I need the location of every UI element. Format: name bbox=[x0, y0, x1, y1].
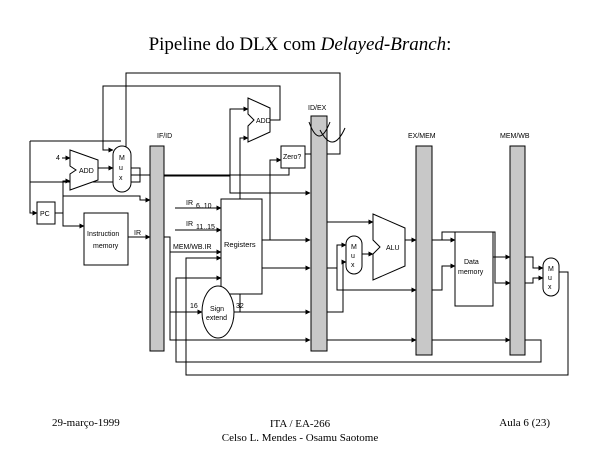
stage-label-ex-mem: EX/MEM bbox=[408, 133, 436, 140]
ir-label: IR bbox=[134, 230, 141, 237]
wire-idex-b bbox=[327, 242, 347, 269]
const-four: 4 bbox=[56, 155, 60, 162]
ex-mux-m: M bbox=[351, 244, 357, 251]
zero-label: Zero? bbox=[283, 154, 301, 161]
wb-mux bbox=[542, 257, 560, 297]
stage-label-if-id: IF/ID bbox=[157, 133, 172, 140]
wire-mux-to-pc bbox=[29, 141, 141, 216]
title-italic: Delayed-Branch bbox=[320, 34, 447, 55]
ir-11-15-sub: 11..15 bbox=[196, 224, 215, 231]
imem-label-1: Instruction bbox=[87, 231, 119, 238]
ex-mux bbox=[345, 235, 363, 275]
wire-exmem-data bbox=[432, 263, 456, 291]
ir-6-10-sub: 6..10 bbox=[196, 203, 212, 210]
id-ex-arc2 bbox=[319, 127, 346, 143]
imem-label-2: memory bbox=[93, 243, 119, 250]
footer-lecture: Aula 6 (23) bbox=[499, 417, 550, 429]
instruction-memory bbox=[83, 212, 129, 266]
alu-label: ALU bbox=[386, 245, 400, 252]
wb-mux-u: u bbox=[548, 275, 552, 282]
mem-wb-register bbox=[509, 145, 526, 356]
footer-center: ITA / EA-266 Celso L. Mendes - Osamu Sao… bbox=[0, 417, 600, 445]
footer-date: 29-março-1999 bbox=[52, 417, 120, 429]
wire-reg-zero bbox=[269, 157, 282, 240]
wire-ifid-pc bbox=[164, 175, 311, 196]
wire-memwb-m1 bbox=[525, 256, 544, 271]
wire-memwb-m2 bbox=[525, 275, 544, 284]
sig-32-label: 32 bbox=[236, 303, 244, 310]
data-memory bbox=[454, 231, 494, 307]
registers-label: Registers bbox=[224, 240, 256, 249]
wb-mux-m: M bbox=[548, 266, 554, 273]
wire-ifid-addr bbox=[229, 106, 249, 176]
footer-course: ITA / EA-266 bbox=[269, 418, 331, 430]
id-adder bbox=[247, 97, 271, 143]
wire-writeback bbox=[185, 255, 569, 376]
memwb-ir-label: MEM/WB.IR bbox=[173, 244, 212, 251]
if-adder-label: ADD bbox=[79, 168, 94, 175]
ir-6-10-label: IR bbox=[186, 200, 193, 207]
ex-mux-u: u bbox=[351, 253, 355, 260]
alu bbox=[372, 213, 406, 281]
if-mux bbox=[112, 145, 132, 193]
if-adder bbox=[69, 149, 99, 191]
pipeline-registers bbox=[149, 115, 526, 356]
wire-zero-ctl bbox=[121, 162, 290, 176]
id-adder-label: ADD bbox=[256, 118, 271, 125]
wire-exmem-bypass bbox=[441, 231, 511, 286]
wire-branch-target bbox=[102, 85, 281, 153]
id-ex-arc bbox=[308, 121, 331, 137]
stage-label-mem-wb: MEM/WB bbox=[500, 133, 530, 140]
ex-mem-register bbox=[415, 145, 433, 356]
title-suffix: : bbox=[446, 34, 452, 55]
pc-box bbox=[36, 201, 56, 225]
wire-pc-out bbox=[55, 178, 71, 214]
sign-label-2: extend bbox=[206, 315, 227, 322]
wb-mux-x: x bbox=[548, 284, 552, 291]
wire-wb-ir bbox=[175, 275, 542, 363]
sign-label-1: Sign bbox=[210, 306, 224, 313]
wire-ifid-ir bbox=[164, 236, 311, 343]
dmem-label-2: memory bbox=[458, 269, 484, 276]
footer-authors: Celso L. Mendes - Osamu Saotome bbox=[221, 432, 379, 444]
if-mux-x: x bbox=[119, 175, 123, 182]
zero-detect bbox=[280, 145, 306, 169]
title-prefix: Pipeline do DLX com bbox=[148, 34, 321, 55]
dmem-label-1: Data bbox=[464, 259, 479, 266]
wire-top-loop bbox=[125, 72, 341, 155]
if-mux-u: u bbox=[119, 165, 123, 172]
wire-idex-b2 bbox=[336, 268, 417, 293]
register-file bbox=[220, 198, 263, 295]
if-mux-m: M bbox=[119, 155, 125, 162]
pc-label: PC bbox=[40, 211, 50, 218]
sign-extend bbox=[201, 285, 235, 339]
wire-pc-imem bbox=[62, 213, 85, 229]
if-id-register bbox=[149, 145, 165, 352]
sig-16-label: 16 bbox=[190, 303, 198, 310]
ir-11-15-label: IR bbox=[186, 221, 193, 228]
slide-title: Pipeline do DLX com Delayed-Branch: bbox=[0, 34, 600, 56]
wire-pc-right bbox=[63, 195, 151, 203]
ex-mux-x: x bbox=[351, 262, 355, 269]
stage-label-id-ex: ID/EX bbox=[308, 105, 327, 112]
wire-idex-imm bbox=[327, 259, 347, 313]
id-ex-register bbox=[310, 115, 328, 352]
